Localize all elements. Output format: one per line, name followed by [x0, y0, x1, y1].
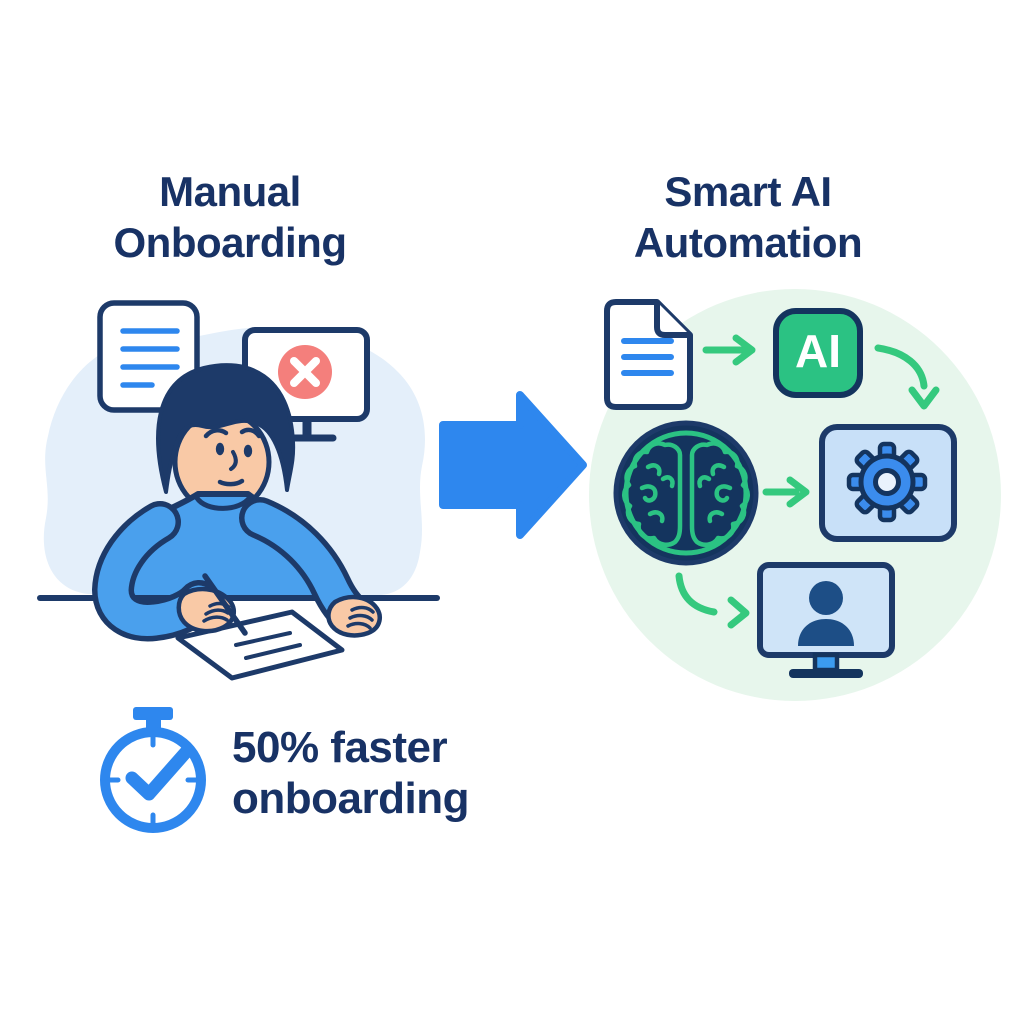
- gear-icon: [846, 441, 928, 523]
- right-hand: [326, 594, 382, 638]
- x-icon: [290, 357, 320, 387]
- left-hand: [176, 586, 236, 634]
- document-card-icon: [97, 300, 200, 413]
- stat-label: 50% faster onboarding: [232, 723, 469, 824]
- gear-panel-icon: [819, 424, 957, 542]
- person-writing-illustration: [91, 363, 382, 681]
- smart-ai-automation-illustration: AI: [589, 289, 1001, 701]
- checkmark-icon: [125, 745, 193, 801]
- document-icon: [604, 299, 693, 410]
- pen: [202, 573, 248, 636]
- flow-arrow-right-icon-2: [762, 476, 810, 508]
- flow-arrow-curve-down-icon: [874, 344, 940, 410]
- eye-left: [215, 442, 225, 456]
- eyebrows: [203, 427, 262, 439]
- left-panel-title: Manual Onboarding: [113, 168, 347, 267]
- hair: [156, 363, 296, 494]
- user-icon: [798, 581, 854, 646]
- flow-arrow-curve-right-icon: [675, 572, 750, 629]
- manual-onboarding-illustration: [37, 300, 440, 681]
- brain-icon: [613, 420, 759, 566]
- ai-badge-label: AI: [795, 325, 841, 377]
- eye-right: [243, 444, 253, 458]
- folded-corner: [654, 302, 690, 338]
- right-panel-title: Smart AI Automation: [633, 168, 863, 267]
- ai-badge-icon: AI: [773, 308, 863, 398]
- stopwatch-icon: [100, 707, 206, 833]
- mouth: [217, 478, 245, 487]
- flow-arrow-right-icon-1: [702, 334, 756, 366]
- collar: [194, 494, 253, 511]
- user-monitor-icon: [757, 562, 895, 678]
- transition-arrow-icon: [439, 391, 587, 539]
- paper: [175, 609, 345, 681]
- nose: [229, 450, 238, 471]
